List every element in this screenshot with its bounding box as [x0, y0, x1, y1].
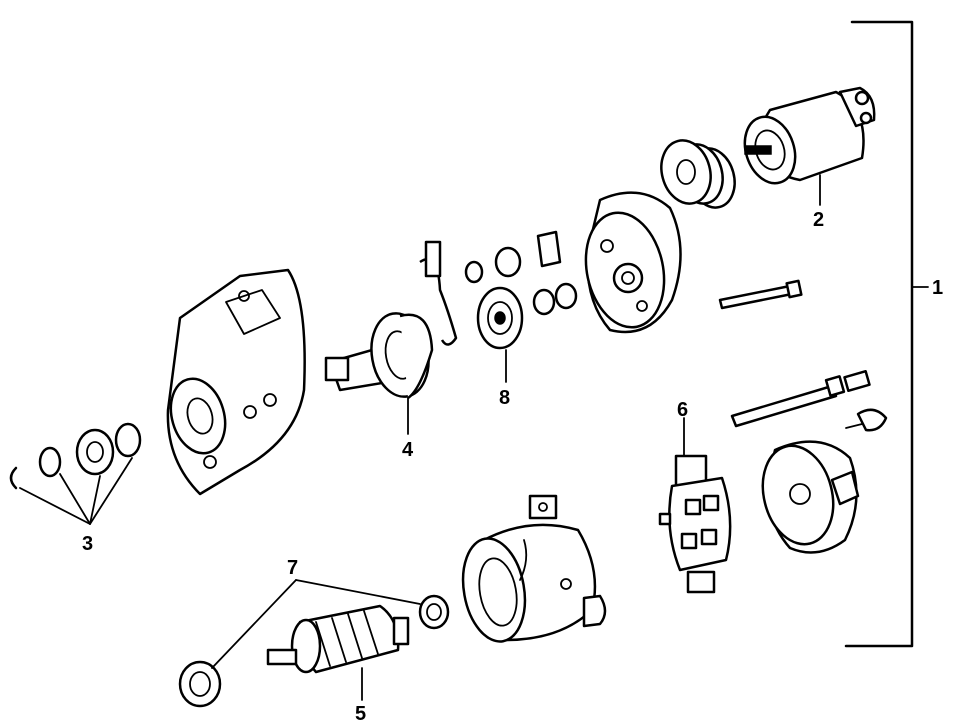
armature-front-bearing: [178, 660, 222, 708]
armature: [266, 604, 410, 701]
callout-5: 5: [355, 703, 366, 724]
rear-end-cover: [761, 440, 860, 554]
clutch-parts: [9, 422, 142, 525]
solenoid-part: [743, 86, 876, 206]
drive-lever-shaft: [324, 240, 458, 435]
callout-7-leaders: [211, 579, 421, 669]
callout-6: 6: [677, 399, 688, 421]
callout-3: 3: [82, 533, 93, 555]
callout-4: 4: [402, 439, 414, 461]
callout-8: 8: [499, 387, 510, 409]
terminal-clip: [845, 408, 888, 432]
armature-rear-bearing: [418, 594, 450, 630]
drive-end-cover: [584, 191, 682, 334]
small-spring-parts: [464, 230, 578, 316]
drive-housing: [166, 268, 306, 496]
solenoid-plates: [660, 139, 736, 209]
callout-2: 2: [813, 209, 824, 231]
through-bolt-upper: [718, 279, 803, 310]
callout-7: 7: [287, 557, 298, 579]
through-bolt-lower: [730, 369, 871, 428]
yoke-field-frame: [461, 494, 607, 643]
assembly-bracket: [844, 20, 929, 648]
brush-holder: [658, 417, 732, 594]
callout-1: 1: [932, 277, 943, 299]
idler-gear: [476, 286, 524, 383]
